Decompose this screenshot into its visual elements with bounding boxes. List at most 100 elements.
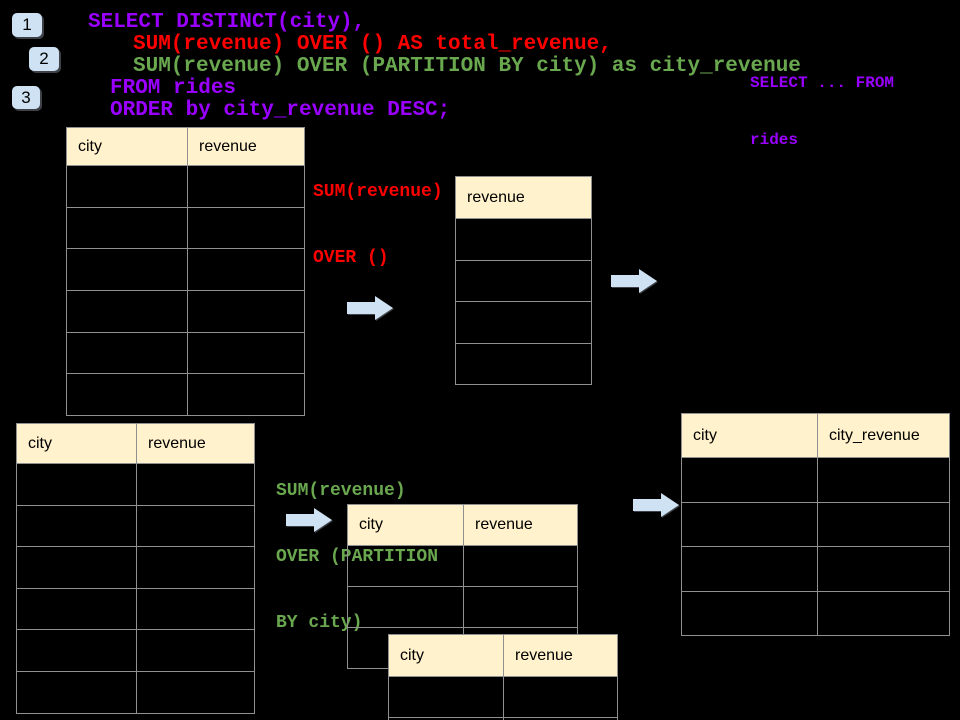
table-cell [66, 331, 188, 375]
arrow-right-icon [611, 269, 657, 293]
table-row [455, 218, 592, 261]
table-cell [66, 290, 188, 333]
table-cell [187, 206, 305, 250]
table-row [16, 546, 255, 589]
table-cell [16, 504, 137, 548]
step-badge-1-label: 1 [22, 15, 32, 34]
table-row [66, 248, 305, 292]
header-cell-revenue: revenue [503, 634, 618, 677]
table-cell [455, 342, 592, 385]
table-header-row: city revenue [16, 423, 255, 464]
arrow-right-icon [633, 493, 679, 517]
sql-line-order-by: ORDER by city_revenue DESC; [110, 99, 451, 122]
table-cell [347, 545, 464, 587]
sql-line-from: FROM rides [110, 77, 237, 100]
table-cell [16, 587, 137, 631]
step-badge-2: 2 [29, 47, 59, 71]
table-cell [388, 676, 504, 718]
table-cell [187, 165, 305, 208]
table-cell [16, 670, 137, 714]
step-badge-1: 1 [12, 13, 42, 37]
table-row [66, 206, 305, 250]
table-cell [817, 457, 950, 503]
header-cell-revenue: revenue [463, 504, 578, 546]
annotation-total-line-2: OVER () [313, 248, 389, 268]
table-row [455, 342, 592, 385]
table-row [455, 259, 592, 302]
arrow-right-icon [347, 296, 393, 320]
table-row [681, 590, 950, 636]
table-row [16, 504, 255, 548]
header-cell-city-revenue: city_revenue [817, 413, 950, 458]
table-cell [187, 373, 305, 417]
table-cell [16, 629, 137, 672]
step-badge-3: 3 [12, 86, 40, 109]
step-badge-2-label: 2 [39, 49, 49, 68]
sql-line-select: SELECT DISTINCT(city), [88, 11, 366, 34]
sql-line-total-revenue: SUM(revenue) OVER () AS total_revenue, [133, 33, 612, 56]
header-cell-revenue: revenue [136, 423, 255, 464]
table-cell [455, 301, 592, 344]
sql-line-city-revenue: SUM(revenue) OVER (PARTITION BY city) as… [133, 55, 801, 78]
table-cell [681, 501, 818, 547]
total-result-table: revenue [455, 176, 592, 385]
table-cell [66, 373, 188, 417]
table-row [66, 331, 305, 375]
table-row [455, 301, 592, 344]
table-cell [136, 670, 255, 714]
source-table-top: city revenue [66, 127, 305, 417]
table-cell [136, 546, 255, 589]
table-row [66, 373, 305, 417]
table-row [66, 290, 305, 333]
table-row [347, 545, 578, 587]
header-cell-city: city [66, 127, 188, 166]
table-cell [16, 546, 137, 589]
table-cell [681, 457, 818, 503]
source-table-bottom: city revenue [16, 423, 255, 714]
header-cell-city: city [681, 413, 818, 458]
table-cell [503, 717, 618, 720]
table-row [66, 165, 305, 208]
side-note: SELECT ... FROM rides [750, 36, 894, 188]
table-row [16, 463, 255, 506]
table-header-row: city city_revenue [681, 413, 950, 458]
table-row [347, 586, 578, 628]
table-cell [136, 587, 255, 631]
final-result-table: city city_revenue [681, 413, 950, 636]
arrow-right-icon [286, 508, 332, 532]
table-header-row: city revenue [388, 634, 618, 677]
table-cell [817, 546, 950, 592]
partition-table-overlay: city revenue [388, 634, 618, 720]
table-header-row: city revenue [347, 504, 578, 546]
side-note-line-1: SELECT ... FROM [750, 74, 895, 92]
table-cell [136, 629, 255, 672]
table-cell [817, 590, 950, 636]
table-cell [187, 290, 305, 333]
annotation-partition-line-1: SUM(revenue) [276, 481, 406, 501]
table-cell [817, 501, 950, 547]
table-row [16, 670, 255, 714]
header-cell-revenue: revenue [187, 127, 305, 166]
table-cell [455, 259, 592, 302]
table-cell [463, 545, 578, 587]
header-cell-city: city [347, 504, 464, 546]
table-row [16, 629, 255, 672]
step-badge-3-label: 3 [21, 87, 31, 107]
annotation-total: SUM(revenue) OVER () [313, 137, 443, 313]
annotation-total-line-1: SUM(revenue) [313, 182, 443, 202]
table-row [681, 546, 950, 592]
header-cell-city: city [388, 634, 504, 677]
table-header-row: city revenue [66, 127, 305, 166]
table-row [388, 676, 618, 718]
table-cell [681, 590, 818, 636]
table-cell [66, 206, 188, 250]
table-row [388, 717, 618, 720]
table-row [681, 501, 950, 547]
table-cell [136, 504, 255, 548]
table-cell [347, 586, 464, 628]
table-cell [16, 463, 137, 506]
header-cell-revenue: revenue [455, 176, 592, 219]
table-cell [187, 331, 305, 375]
table-cell [463, 586, 578, 628]
